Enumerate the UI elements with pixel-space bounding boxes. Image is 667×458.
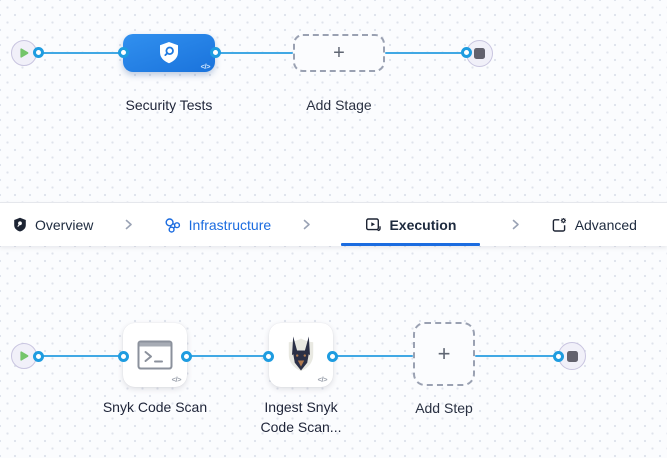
execution-step-canvas: </> </> + Snyk Code Scan xyxy=(0,246,667,458)
pipeline-edge xyxy=(215,52,293,54)
step-label: Ingest Snyk Code Scan... xyxy=(231,397,371,437)
step-label-line2: Code Scan... xyxy=(260,419,342,435)
tab-execution[interactable]: Execution xyxy=(341,203,481,246)
tab-label: Infrastructure xyxy=(188,216,272,233)
advanced-icon xyxy=(552,217,566,232)
code-icon: </> xyxy=(171,374,182,384)
add-stage-button[interactable]: + xyxy=(293,34,385,72)
plus-icon: + xyxy=(333,41,345,64)
pipeline-edge xyxy=(38,355,123,357)
infrastructure-icon xyxy=(165,217,180,233)
connector-port[interactable] xyxy=(327,351,338,362)
stage-label: Security Tests xyxy=(125,97,213,113)
connector-port[interactable] xyxy=(33,351,44,362)
step-label-line1: Ingest Snyk xyxy=(264,399,338,415)
active-tab-indicator xyxy=(341,243,481,246)
pipeline-start-node xyxy=(11,40,37,66)
add-step-label: Add Step xyxy=(415,400,473,416)
pipeline-edge xyxy=(475,355,559,357)
connector-port[interactable] xyxy=(210,47,221,58)
stage-canvas: </> + Security Tests Add Stage xyxy=(0,0,667,202)
pipeline-edge xyxy=(385,52,462,54)
play-icon xyxy=(20,48,29,58)
connector-port[interactable] xyxy=(118,47,129,58)
chevron-right-icon xyxy=(300,218,313,231)
tab-label: Execution xyxy=(389,216,457,233)
tab-label: Overview xyxy=(35,216,94,233)
pipeline-edge xyxy=(187,355,269,357)
tab-infrastructure[interactable]: Infrastructure xyxy=(164,203,271,246)
add-stage-label: Add Stage xyxy=(306,97,372,113)
pipeline-edge xyxy=(38,52,123,54)
code-icon: </> xyxy=(317,374,328,384)
connector-port[interactable] xyxy=(181,351,192,362)
step-node-ingest-snyk[interactable]: </> xyxy=(269,323,333,387)
step-node-snyk-code-scan[interactable]: </> xyxy=(123,323,187,387)
terminal-icon xyxy=(137,340,173,370)
connector-port[interactable] xyxy=(33,47,44,58)
pipeline-end-node xyxy=(466,40,493,67)
add-step-button[interactable]: + xyxy=(413,322,475,386)
code-icon: </> xyxy=(200,61,211,71)
stop-icon xyxy=(566,350,578,362)
chevron-right-icon xyxy=(509,218,522,231)
connector-port[interactable] xyxy=(118,351,129,362)
connector-port[interactable] xyxy=(263,351,274,362)
chevron-right-icon xyxy=(122,218,135,231)
stop-icon xyxy=(474,48,485,59)
tab-label: Advanced xyxy=(574,216,637,233)
shield-icon xyxy=(14,217,26,232)
security-shield-icon xyxy=(160,42,178,64)
snyk-dog-icon xyxy=(288,336,314,371)
connector-port[interactable] xyxy=(461,47,472,58)
execution-icon xyxy=(366,217,382,231)
play-icon xyxy=(20,351,29,361)
connector-port[interactable] xyxy=(553,351,564,362)
pipeline-start-node xyxy=(11,343,37,369)
tab-overview[interactable]: Overview xyxy=(13,203,93,246)
tab-advanced[interactable]: Advanced xyxy=(551,203,637,246)
step-label: Snyk Code Scan xyxy=(102,399,208,415)
stage-node-security-tests[interactable]: </> xyxy=(123,34,215,72)
plus-icon: + xyxy=(437,341,451,366)
pipeline-edge xyxy=(333,355,413,357)
stage-config-tabbar: Overview Infrastructure Execution xyxy=(0,202,667,246)
